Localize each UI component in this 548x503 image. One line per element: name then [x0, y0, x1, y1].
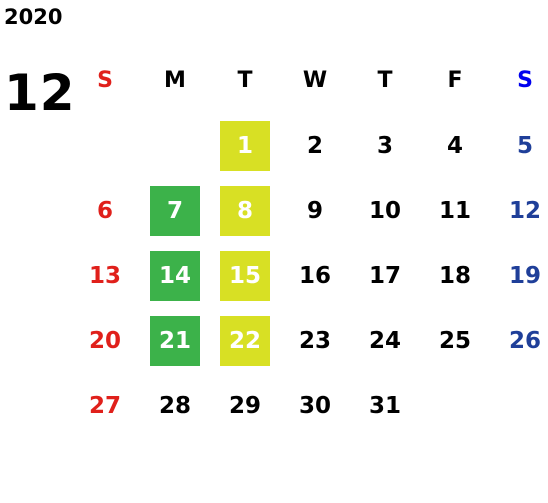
day-number: 4 [446, 132, 463, 159]
day-number: 23 [298, 327, 331, 354]
weekday-sunday: S [97, 68, 113, 93]
day-cell[interactable]: 26 [490, 308, 548, 373]
day-number: 22 [220, 315, 270, 366]
day-cell-empty [140, 113, 210, 178]
day-number: 31 [368, 392, 401, 419]
day-number: 3 [376, 132, 393, 159]
day-cell[interactable]: 25 [420, 308, 490, 373]
weekday-tuesday: T [237, 68, 253, 93]
day-cell[interactable]: 9 [280, 178, 350, 243]
day-number: 10 [368, 197, 401, 224]
day-cell[interactable]: 27 [70, 373, 140, 438]
weekday-saturday: S [517, 68, 533, 93]
day-cell[interactable]: 10 [350, 178, 420, 243]
calendar-month: 12 [4, 64, 76, 122]
day-number: 8 [220, 185, 270, 236]
day-cell[interactable]: 5 [490, 113, 548, 178]
day-number: 9 [306, 197, 323, 224]
day-number: 26 [508, 327, 541, 354]
day-cell[interactable]: 6 [70, 178, 140, 243]
day-cell[interactable]: 4 [420, 113, 490, 178]
day-number: 21 [150, 315, 200, 366]
day-cell[interactable]: 8 [210, 178, 280, 243]
day-number: 28 [158, 392, 191, 419]
day-cell[interactable]: 21 [140, 308, 210, 373]
day-number: 1 [220, 120, 270, 171]
day-cell[interactable]: 12 [490, 178, 548, 243]
day-cell[interactable]: 31 [350, 373, 420, 438]
day-number: 7 [150, 185, 200, 236]
day-number: 13 [88, 262, 121, 289]
day-cell[interactable]: 29 [210, 373, 280, 438]
day-number: 27 [88, 392, 121, 419]
day-cell[interactable]: 16 [280, 243, 350, 308]
day-cell[interactable]: 15 [210, 243, 280, 308]
weekday-monday: M [164, 68, 186, 93]
day-cell[interactable]: 2 [280, 113, 350, 178]
weekday-wednesday: W [302, 68, 328, 93]
day-number: 14 [150, 250, 200, 301]
calendar-year: 2020 [4, 5, 63, 29]
calendar-grid: S M T W T F S 1 2 3 4 5 6 7 8 9 10 11 12… [70, 48, 548, 438]
day-number: 15 [220, 250, 270, 301]
day-number: 12 [508, 197, 541, 224]
day-number: 19 [508, 262, 541, 289]
day-cell[interactable]: 22 [210, 308, 280, 373]
day-number: 6 [96, 197, 113, 224]
day-cell[interactable]: 19 [490, 243, 548, 308]
day-cell[interactable]: 18 [420, 243, 490, 308]
day-number: 17 [368, 262, 401, 289]
day-cell[interactable]: 7 [140, 178, 210, 243]
day-number: 5 [516, 132, 533, 159]
day-cell[interactable]: 17 [350, 243, 420, 308]
day-cell[interactable]: 30 [280, 373, 350, 438]
day-number: 30 [298, 392, 331, 419]
day-cell[interactable]: 23 [280, 308, 350, 373]
weekday-thursday: T [377, 68, 393, 93]
day-cell[interactable]: 1 [210, 113, 280, 178]
day-number: 16 [298, 262, 331, 289]
weekday-friday: F [447, 68, 463, 93]
day-number: 20 [88, 327, 121, 354]
day-number: 18 [438, 262, 471, 289]
day-number: 29 [228, 392, 261, 419]
day-number: 25 [438, 327, 471, 354]
day-number: 11 [438, 197, 471, 224]
day-cell-empty [70, 113, 140, 178]
day-cell[interactable]: 20 [70, 308, 140, 373]
day-cell-empty [490, 373, 548, 438]
day-cell[interactable]: 3 [350, 113, 420, 178]
day-cell[interactable]: 13 [70, 243, 140, 308]
day-cell[interactable]: 14 [140, 243, 210, 308]
day-cell[interactable]: 24 [350, 308, 420, 373]
day-cell-empty [420, 373, 490, 438]
day-cell[interactable]: 28 [140, 373, 210, 438]
day-cell[interactable]: 11 [420, 178, 490, 243]
day-number: 2 [306, 132, 323, 159]
day-number: 24 [368, 327, 401, 354]
